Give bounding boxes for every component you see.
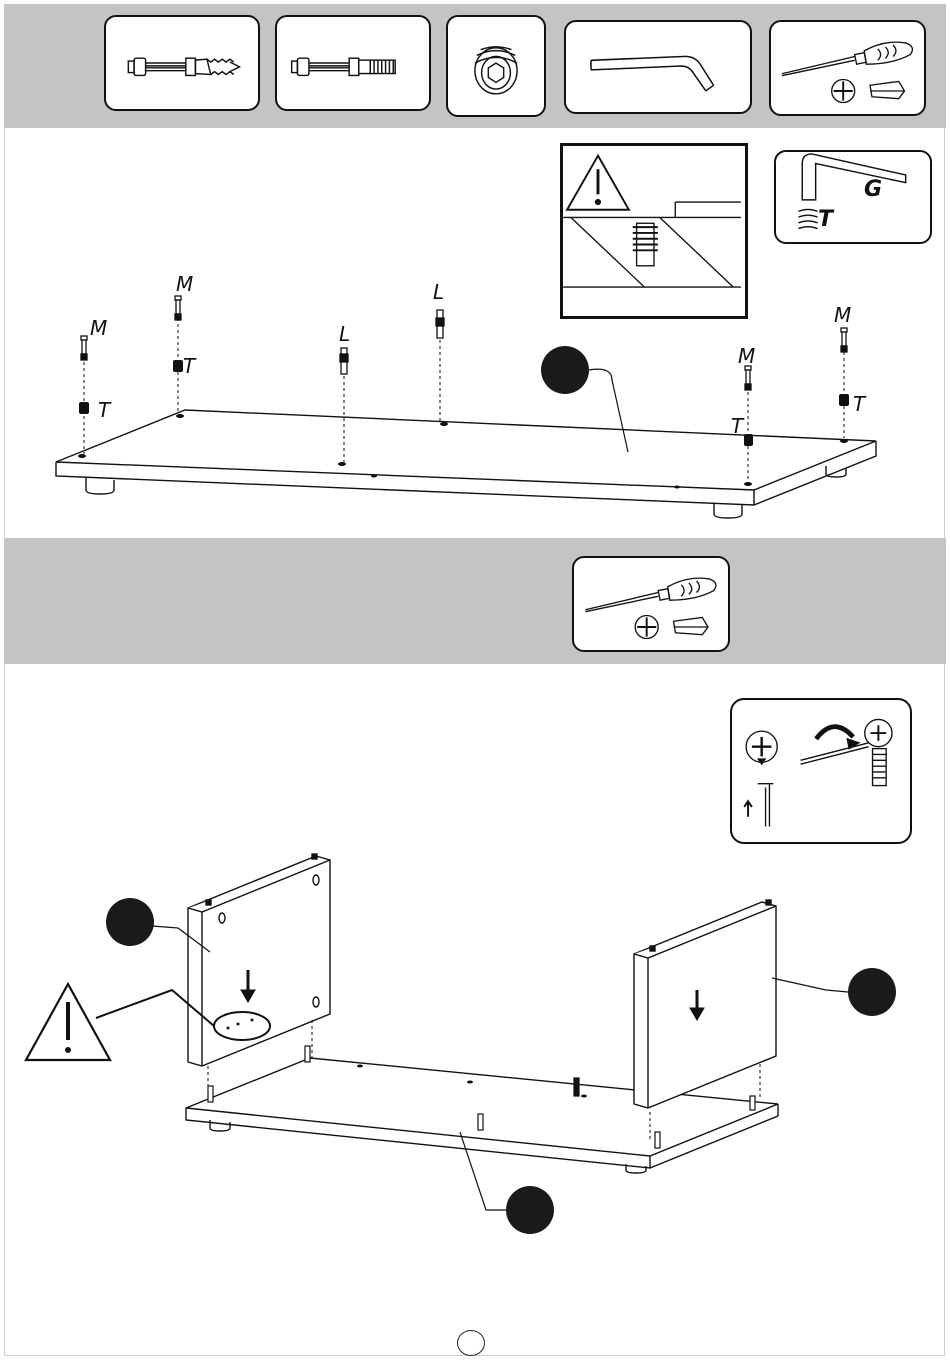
step2-tools-band [4,538,946,664]
hardware-long-cam-bolt [104,15,260,111]
screwdriver-icon [771,22,924,114]
part-marker-base-panel [506,1186,554,1234]
hardware-allen-key [564,20,752,114]
short-cam-bolt-icon [277,17,429,109]
part-marker-base [541,346,589,394]
threaded-insert-icon [448,17,544,115]
part-marker-right-panel [848,968,896,1016]
step2-assembly-diagram [0,840,950,1240]
label-m-bolt-4: M [834,305,851,325]
allen-key-icon [566,22,750,112]
label-t-insert-2: T [98,400,110,420]
label-t-insert-3: T [731,416,743,436]
warning-detail-box [560,143,748,319]
label-m-bolt-3: M [738,346,755,366]
part-marker-left-panel [106,898,154,946]
label-t-insert-1: T [183,356,195,376]
tool-screwdriver [572,556,730,652]
label-l-bolt-1: L [339,324,350,344]
screwdriver-icon [574,558,728,650]
cam-lock-detail-box [730,698,912,844]
hardware-short-cam-bolt [275,15,431,111]
left-side-panel [188,854,330,1066]
page-number-circle [457,1330,485,1356]
bolts-l [340,310,444,374]
hardware-screwdriver [769,20,926,116]
label-insert: T [818,210,833,230]
label-m-bolt-1: M [176,274,193,294]
right-side-panel [634,900,776,1108]
label-l-bolt-2: L [433,282,444,302]
warning-icon [26,984,110,1060]
label-t-insert-4: T [853,394,865,414]
base-panel [56,410,876,518]
label-allen-key: G [864,180,882,200]
label-m-bolt-2: M [90,318,107,338]
long-cam-bolt-icon [106,17,258,109]
hardware-threaded-insert [446,15,546,117]
key-insert-detail-box [774,150,932,244]
